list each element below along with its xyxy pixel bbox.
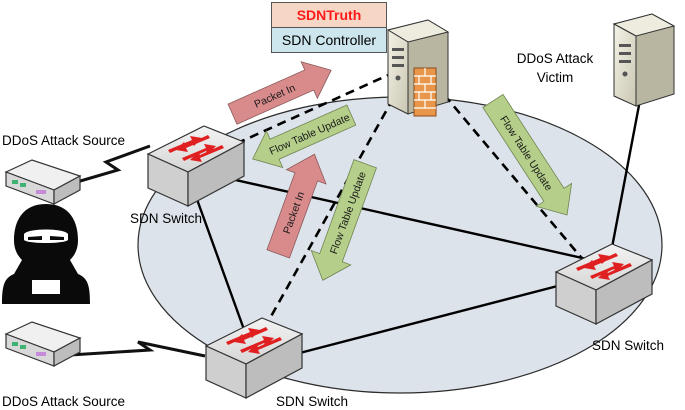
- victim-label-line2: Victim: [537, 70, 574, 85]
- ctrl-link-s1: [199, 70, 396, 162]
- controller-subtitle: SDN Controller: [271, 26, 387, 53]
- source-device-icon-1: [4, 159, 82, 206]
- source-label-2: DDoS Attack Source: [2, 394, 125, 409]
- switch-icon-1[interactable]: [146, 125, 246, 208]
- source-device-icon-2: [4, 321, 82, 368]
- controller-server-icon: [386, 19, 450, 117]
- attack-bolt-2: [69, 340, 206, 358]
- link-s1-s3: [199, 170, 601, 264]
- switch-icon-3[interactable]: [554, 243, 654, 326]
- source-label-1: DDoS Attack Source: [2, 133, 125, 148]
- controller-label-box: SDNTruth SDN Controller: [271, 2, 387, 53]
- switch-label-1: SDN Switch: [130, 211, 202, 226]
- links: [188, 99, 642, 364]
- switch-icon-2[interactable]: [204, 317, 304, 400]
- controller-name: SDNTruth: [271, 2, 387, 28]
- link-victim-s3: [608, 99, 642, 259]
- switch-label-2: SDN Switch: [276, 394, 348, 409]
- victim-server-icon: [612, 13, 676, 107]
- control-links: [199, 70, 586, 346]
- attack-bolt-1: [69, 144, 151, 186]
- ctrl-link-s3: [424, 71, 586, 263]
- link-s2-s3: [264, 273, 601, 364]
- hacker-icon: [2, 204, 90, 304]
- victim-label-line1: DDoS Attack: [517, 51, 594, 66]
- switch-label-3: SDN Switch: [592, 338, 664, 353]
- ctrl-link-s2: [253, 71, 410, 346]
